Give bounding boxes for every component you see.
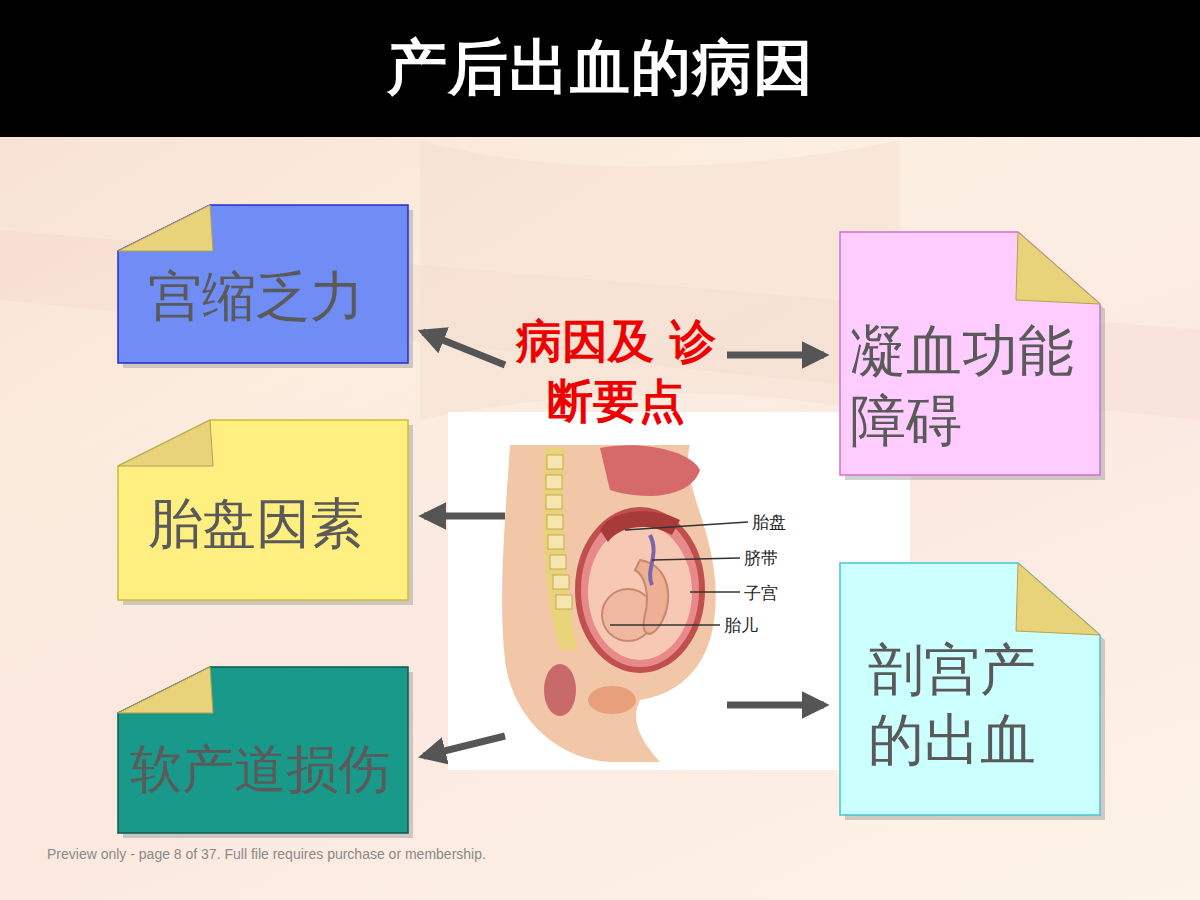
part-label: 胎盘: [752, 511, 786, 534]
title-bar: 产后出血的病因: [0, 0, 1200, 137]
footer-note: Preview only - page 8 of 37. Full file r…: [47, 846, 486, 862]
topic-text: 病因及 诊断要点: [505, 312, 727, 432]
cause-text: 胎盘因素: [148, 490, 398, 558]
cause-text: 剖宫产的出血: [868, 635, 1060, 775]
note-box: 凝血功能障碍: [840, 232, 1100, 475]
arrow-connector: [423, 332, 505, 365]
note-box: 剖宫产的出血: [840, 563, 1100, 815]
center-topic: 病因及 诊断要点: [505, 312, 727, 770]
cause-text: 宫缩乏力: [148, 263, 398, 331]
arrow-connector: [727, 352, 824, 359]
arrow-connector: [424, 736, 505, 756]
arrow-connector: [424, 513, 505, 520]
arrow-connector: [727, 702, 824, 709]
note-box: 胎盘因素: [118, 420, 408, 600]
slide-title: 产后出血的病因: [387, 28, 814, 109]
cause-text: 凝血功能障碍: [850, 316, 1090, 456]
note-box: 软产道损伤: [118, 667, 408, 833]
part-label: 脐带: [744, 547, 778, 570]
note-box: 宫缩乏力: [118, 205, 408, 363]
cause-text: 软产道损伤: [130, 737, 403, 802]
part-label: 胎儿: [724, 614, 758, 637]
part-label: 子宫: [744, 582, 778, 605]
